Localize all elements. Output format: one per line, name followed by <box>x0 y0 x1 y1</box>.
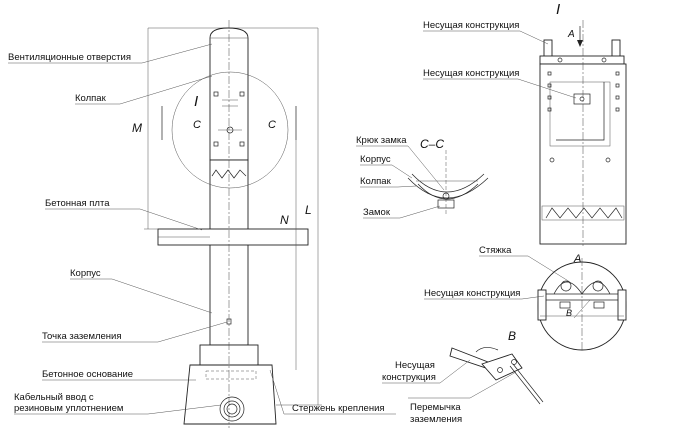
label-ground-point: Точка заземления <box>42 331 122 342</box>
label-lock: Замок <box>363 207 391 218</box>
label-tie: Стяжка <box>479 245 512 256</box>
dim-l-label: L <box>305 203 312 217</box>
label-jumper-2: заземления <box>410 414 462 425</box>
label-cable-entry-2: резиновым уплотнением <box>14 403 123 414</box>
label-support-b-1: Несущая <box>395 360 435 371</box>
label-cap-cs: Колпак <box>360 176 392 187</box>
label-concrete-base: Бетонное основание <box>42 369 133 380</box>
section-c-right-label: C <box>268 119 276 131</box>
label-support-top: Несущая конструкция <box>423 20 519 31</box>
view-a-detail: A B Стяжка Несущая конструкция <box>424 245 627 352</box>
dim-n-label: N <box>280 213 289 227</box>
label-support-b-2: конструкция <box>382 372 436 383</box>
section-cc-view: C–C Крюк замка Корпус Колпак Замок <box>356 135 489 219</box>
label-cable-entry-1: Кабельный ввод с <box>14 392 94 403</box>
vent-holes <box>213 91 245 147</box>
pillar-main-view: I C C <box>148 20 318 428</box>
section-c-left-label: C <box>193 119 201 131</box>
view-a-arrow-label: A <box>567 29 575 40</box>
detail-circle-i <box>171 71 289 189</box>
cable-entry <box>219 396 245 422</box>
concrete-base <box>183 364 277 425</box>
section-cc-title: C–C <box>420 137 444 151</box>
label-housing-cs: Корпус <box>360 154 391 165</box>
label-lock-hook: Крюк замка <box>356 135 407 146</box>
dim-m-label: M <box>132 121 142 135</box>
label-mount-rod: Стержень крепления <box>292 403 385 414</box>
view-a-title: A <box>573 253 581 265</box>
label-jumper-1: Перемычка <box>410 402 461 413</box>
view-b-label: B <box>508 329 516 343</box>
label-housing: Корпус <box>70 268 101 279</box>
left-labels: Вентиляционные отверстия Колпак Бетонная… <box>8 43 396 415</box>
label-concrete-slab: Бетонная плта <box>45 198 110 209</box>
view-b-detail: B Несущая конструкция Перемычка заземлен… <box>382 329 544 425</box>
view-i-label: I <box>194 93 198 110</box>
view-i-right-label: I <box>556 1 560 18</box>
label-support-a: Несущая конструкция <box>424 288 520 299</box>
label-cap: Колпак <box>75 93 107 104</box>
label-vent-holes: Вентиляционные отверстия <box>8 52 131 63</box>
view-b-small-label: B <box>566 308 572 318</box>
view-i-detail: I A Несущая конструкция <box>423 1 627 246</box>
label-support-mid: Несущая конструкция <box>423 68 519 79</box>
